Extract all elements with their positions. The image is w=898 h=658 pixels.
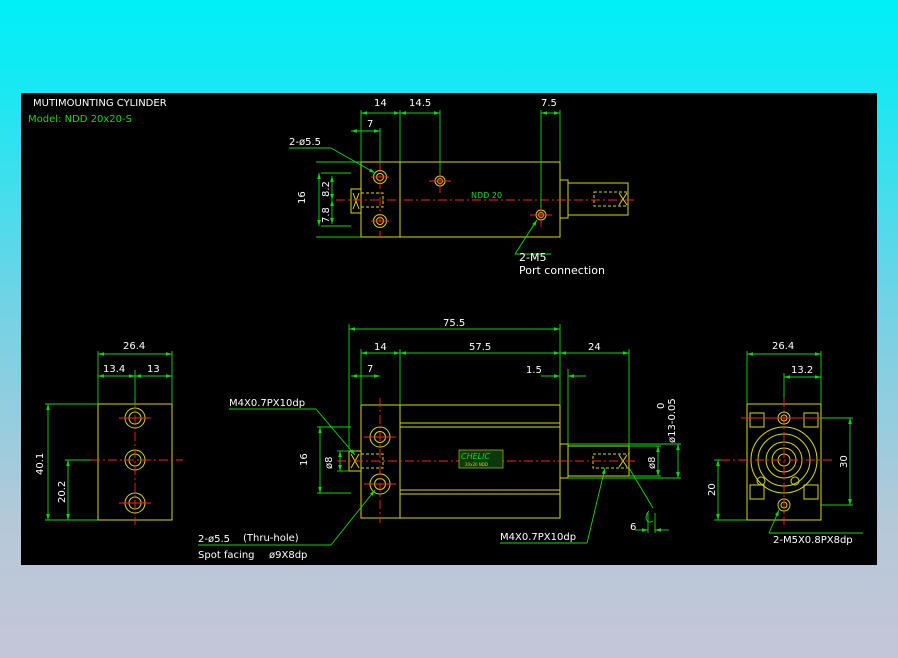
front-thru-hole: (Thru-hole) <box>243 533 299 544</box>
front-dim-24: 24 <box>588 342 601 353</box>
cylinder-logo: CHELIC <box>461 452 490 461</box>
right-dim-26-4: 26.4 <box>772 341 794 352</box>
front-spot-facing: Spot facing <box>198 550 255 561</box>
front-dim-6: 6 <box>630 522 636 533</box>
top-dim-7-8: 7.8 <box>321 207 332 223</box>
right-dim-30: 30 <box>839 455 850 468</box>
right-dim-20: 20 <box>707 483 718 496</box>
front-dim-14: 14 <box>374 342 387 353</box>
left-dim-26-4: 26.4 <box>123 341 145 352</box>
model-label: Model: NDD 20x20-S <box>28 114 132 125</box>
front-tolerance-top: 0 <box>656 403 667 409</box>
front-hole-note: 2-ø5.5 <box>198 534 230 545</box>
front-dim-75-5: 75.5 <box>443 318 465 329</box>
top-port-callout: 2-M5 <box>519 251 546 264</box>
cylinder-logo-sub: 20x20 NDD <box>465 462 488 467</box>
left-view: 26.4 13.4 13 40.1 20.2 <box>35 341 183 525</box>
top-dim-8-2: 8.2 <box>321 181 332 197</box>
right-port-callout: 2-M5X0.8PX8dp <box>773 535 853 546</box>
top-port-label: Port connection <box>519 264 605 277</box>
top-body-text: NDD 20 <box>471 191 502 200</box>
left-dim-40-1: 40.1 <box>35 453 46 475</box>
cad-drawing-canvas: MUTIMOUNTING CYLINDER Model: NDD 20x20-S <box>21 93 877 565</box>
front-thread-left: M4X0.7PX10dp <box>229 398 305 409</box>
front-tolerance-main: ø13-0.05 <box>667 398 678 443</box>
front-spot-dim: ø9X8dp <box>269 550 307 561</box>
top-hole-callout: 2-ø5.5 <box>289 137 321 148</box>
top-dim-7: 7 <box>367 119 373 130</box>
front-dim-16: 16 <box>299 453 310 466</box>
front-thread-right: M4X0.7PX10dp <box>500 532 576 543</box>
top-dim-7-5: 7.5 <box>541 98 557 109</box>
top-dim-16: 16 <box>297 191 308 204</box>
cad-drawing: MUTIMOUNTING CYLINDER Model: NDD 20x20-S <box>28 98 863 561</box>
drawing-title: MUTIMOUNTING CYLINDER <box>33 98 167 109</box>
right-view: 26.4 13.2 30 20 2-M5X0.8PX8dp <box>707 341 863 546</box>
top-dim-14-5: 14.5 <box>409 98 431 109</box>
top-view: NDD 20 14 14.5 7.5 7 2-ø5.5 16 7.8 8.2 <box>289 98 636 277</box>
front-dim-phi8-right: ø8 <box>647 457 658 469</box>
left-dim-20-2: 20.2 <box>57 481 68 503</box>
left-dim-13: 13 <box>147 364 160 375</box>
front-dim-57-5: 57.5 <box>469 342 491 353</box>
top-dim-14: 14 <box>374 98 387 109</box>
front-dim-1-5: 1.5 <box>526 365 542 376</box>
left-dim-13-4: 13.4 <box>103 364 125 375</box>
front-view: CHELIC 20x20 NDD 75.5 14 57.5 24 7 1.5 1… <box>198 318 681 561</box>
front-dim-7: 7 <box>367 364 373 375</box>
right-dim-13-2: 13.2 <box>791 365 813 376</box>
front-dim-phi8-left: ø8 <box>324 457 335 469</box>
